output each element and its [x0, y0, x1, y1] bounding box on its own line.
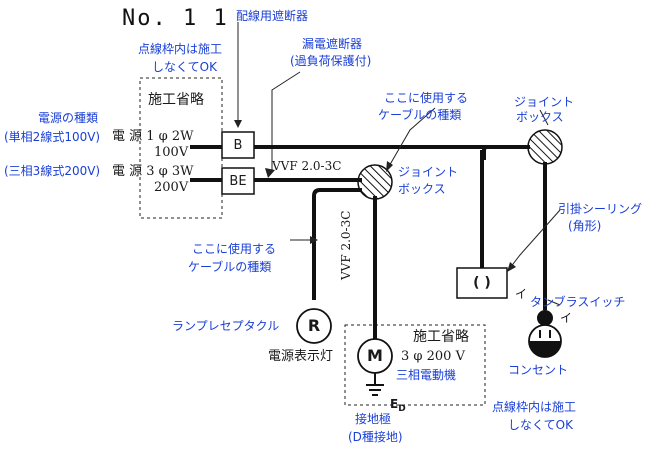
cable-note-top-line1: ここに使用する	[384, 91, 469, 105]
sekou-shoryaku-bottom: 施工省略	[413, 329, 469, 345]
source2-voltage: 200V	[154, 180, 189, 195]
note-dotted-bottom-line2: しなくてOK	[508, 418, 573, 432]
motor-voltage: 3 φ 200 V	[401, 349, 465, 364]
note-dotted-bottom-line1: 点線枠内は施工	[492, 400, 577, 414]
dotted-frame-bottom	[344, 324, 486, 406]
cable-horizontal-label: VVF 2.0-3C	[272, 159, 342, 173]
cable-vertical-label: VVF 2.0-3C	[339, 210, 353, 280]
note-dotted-top-line2: しなくてOK	[152, 60, 217, 74]
mark-i-ceiling: イ	[515, 287, 528, 301]
ground-label1: 接地極	[355, 412, 392, 426]
arrow-line-leak	[271, 71, 301, 172]
lamp-receptacle-symbol	[296, 308, 332, 344]
source1-label: 電 源 1 φ 2W	[112, 129, 194, 144]
ground-label2: (D種接地)	[348, 430, 403, 444]
joint-box-right	[527, 129, 563, 165]
switch-symbol	[537, 310, 553, 326]
diagram-title: No. 1 1	[122, 6, 229, 31]
breaker-be-label: BE	[229, 174, 247, 189]
label-power-type-2: (三相3線式200V)	[4, 164, 101, 178]
label-power-type: 電源の種類	[38, 111, 99, 125]
label-leak-breaker-sub: (過負荷保護付)	[290, 54, 372, 68]
power-indicator-label: 電源表示灯	[268, 349, 334, 364]
sekou-shoryaku-left: 施工省略	[148, 92, 204, 108]
source1-voltage: 100V	[154, 145, 189, 160]
ceiling-label1: 引掛シーリング	[558, 202, 643, 216]
note-dotted-top-line1: 点線枠内は施工	[138, 42, 223, 56]
ceiling-box	[456, 267, 508, 299]
ceiling-symbol-text: ( )	[473, 275, 491, 291]
label-leak-breaker: 漏電遮断器	[302, 37, 363, 51]
cable-note-left-line2: ケーブルの種類	[188, 260, 272, 274]
ceiling-label2: (角形)	[568, 219, 602, 233]
arrow-head-haisen	[234, 120, 242, 128]
wire-to-lamp	[312, 188, 362, 300]
arrow-head-leak	[265, 168, 275, 178]
lamp-symbol-letter: R	[307, 316, 321, 335]
joint-box-right-label1: ジョイント	[514, 95, 575, 109]
switch-label: タンブラスイッチ	[530, 295, 626, 309]
breaker-b-box	[221, 131, 255, 159]
label-power-type-1: (単相2線式100V)	[4, 130, 101, 144]
outlet-label: コンセント	[508, 363, 569, 377]
cable-note-left-line1: ここに使用する	[192, 242, 277, 256]
breaker-b-label: B	[233, 138, 243, 153]
lamp-receptacle-label: ランプレセプタクル	[172, 319, 280, 333]
motor-symbol-letter: M	[367, 346, 383, 365]
motor-label: 三相電動機	[396, 368, 457, 382]
label-haisen-breaker: 配線用遮断器	[236, 9, 309, 23]
cable-note-top-line2: ケーブルの種類	[378, 108, 462, 122]
joint-box-right-label2: ボックス	[516, 110, 564, 124]
source2-label: 電 源 3 φ 3W	[112, 164, 194, 179]
joint-box-mid	[357, 164, 393, 200]
earth-label: ED	[390, 397, 406, 414]
joint-box-mid-label1: ジョイント	[398, 165, 459, 179]
mark-i-switch: イ	[560, 311, 573, 325]
joint-box-mid-label2: ボックス	[398, 182, 446, 196]
